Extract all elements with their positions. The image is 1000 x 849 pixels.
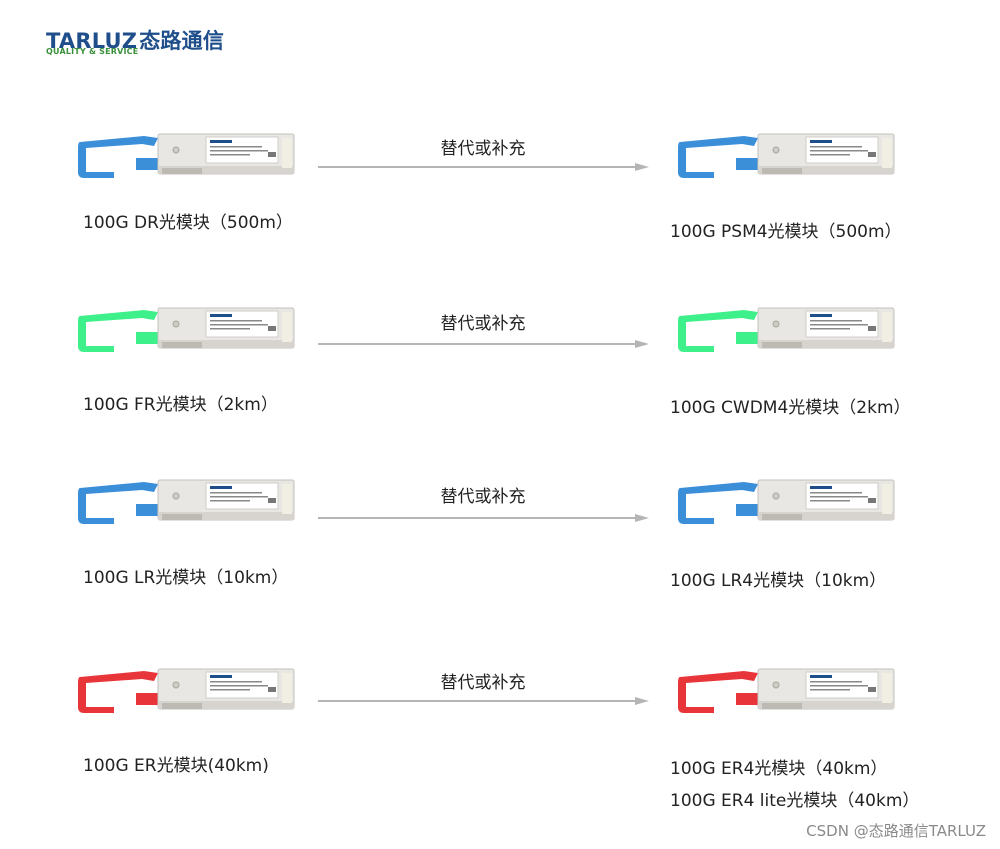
module-image-right-1 [676, 128, 900, 182]
replacement-arrow-2 [318, 340, 651, 348]
module-image-left-1 [76, 128, 300, 182]
module-image-left-4 [76, 663, 300, 717]
replacement-arrow-3 [318, 514, 651, 522]
module-label-right-4-2: 100G ER4 lite光模块（40km） [670, 791, 920, 811]
logo-brand-en: TARLUZ [46, 29, 138, 53]
logo-brand-cn: 态路通信 [139, 29, 225, 53]
module-image-left-3 [76, 474, 300, 528]
module-label-left-2: 100G FR光模块（2km） [83, 395, 278, 415]
module-label-right-3-1: 100G LR4光模块（10km） [670, 571, 887, 591]
module-label-right-4-1: 100G ER4光模块（40km） [670, 759, 888, 779]
arrow-line-3 [318, 517, 636, 519]
logo-brand: TARLUZ态路通信 [46, 25, 224, 55]
module-image-right-2 [676, 302, 900, 356]
module-label-left-4: 100G ER光模块(40km) [83, 756, 269, 776]
arrow-line-1 [318, 166, 636, 168]
module-label-left-1: 100G DR光模块（500m） [83, 213, 293, 233]
arrow-head-3 [635, 514, 649, 522]
watermark: CSDN @态路通信TARLUZ [806, 822, 986, 840]
module-image-right-4 [676, 663, 900, 717]
relation-label-2: 替代或补充 [440, 314, 526, 334]
relation-label-1: 替代或补充 [440, 139, 526, 159]
arrow-head-1 [635, 163, 649, 171]
arrow-line-4 [318, 700, 636, 702]
company-logo: TARLUZ态路通信 QUALITY & SERVICE [46, 25, 236, 59]
module-image-right-3 [676, 474, 900, 528]
module-label-right-2-1: 100G CWDM4光模块（2km） [670, 398, 911, 418]
replacement-arrow-1 [318, 163, 651, 171]
module-label-left-3: 100G LR光模块（10km） [83, 568, 289, 588]
relation-label-3: 替代或补充 [440, 487, 526, 507]
arrow-head-4 [635, 697, 649, 705]
replacement-arrow-4 [318, 697, 651, 705]
logo-tagline: QUALITY & SERVICE [46, 47, 139, 56]
arrow-head-2 [635, 340, 649, 348]
module-label-right-1-1: 100G PSM4光模块（500m） [670, 222, 902, 242]
arrow-line-2 [318, 343, 636, 345]
module-image-left-2 [76, 302, 300, 356]
relation-label-4: 替代或补充 [440, 673, 526, 693]
